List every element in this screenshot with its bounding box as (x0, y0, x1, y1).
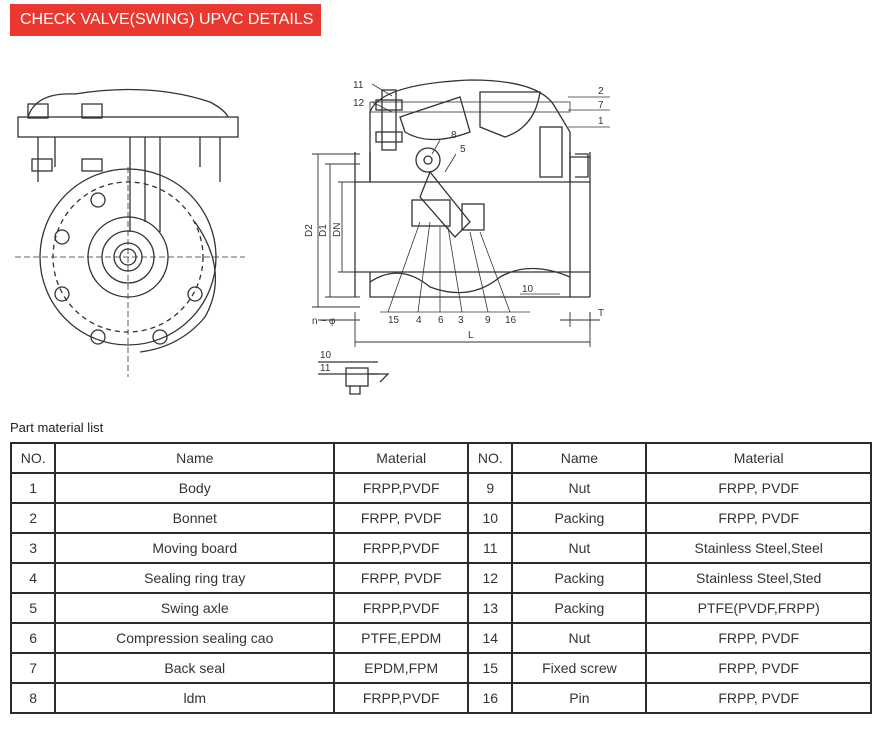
part-no: 8 (9, 682, 57, 714)
table-caption: Part material list (10, 420, 104, 435)
part-name: Pin (511, 682, 648, 714)
part-material: FRPP, PVDF (333, 562, 470, 594)
part-material: Stainless Steel,Steel (645, 532, 872, 564)
table-row: 7 Back seal EPDM,FPM 15 Fixed screw FRPP… (9, 652, 872, 684)
part-material: FRPP, PVDF (645, 502, 872, 534)
callout-8: 8 (451, 130, 457, 141)
part-material: PTFE(PVDF,FRPP) (645, 592, 872, 624)
table-row: 3 Moving board FRPP,PVDF 11 Nut Stainles… (9, 532, 872, 564)
part-material: EPDM,FPM (333, 652, 470, 684)
dim-d2: D2 (304, 224, 315, 237)
part-no: 1 (9, 472, 57, 504)
part-name: Nut (511, 532, 648, 564)
callout-2: 2 (598, 86, 604, 97)
part-material: Stainless Steel,Sted (645, 562, 872, 594)
part-material: FRPP,PVDF (333, 682, 470, 714)
part-name: Back seal (54, 652, 336, 684)
dim-n-phi: n ~ φ (312, 316, 336, 327)
part-no: 16 (467, 682, 514, 714)
part-name: Fixed screw (511, 652, 648, 684)
dim-dn: DN (332, 223, 343, 237)
part-name: Nut (511, 472, 648, 504)
part-no: 6 (9, 622, 57, 654)
page-title: CHECK VALVE(SWING) UPVC DETAILS (10, 4, 321, 36)
part-name: Packing (511, 562, 648, 594)
part-material-table: NO. Name Material NO. Name Material 1 Bo… (9, 442, 872, 714)
table-row: 8 ldm FRPP,PVDF 16 Pin FRPP, PVDF (9, 682, 872, 714)
detail-callout-11: 11 (320, 363, 331, 374)
part-name: Sealing ring tray (54, 562, 336, 594)
table-header-row: NO. Name Material NO. Name Material (9, 442, 872, 474)
header-material: Material (645, 442, 872, 474)
part-name: Compression sealing cao (54, 622, 336, 654)
part-no: 13 (467, 592, 514, 624)
header-name: Name (511, 442, 648, 474)
part-no: 12 (467, 562, 514, 594)
table-row: 1 Body FRPP,PVDF 9 Nut FRPP, PVDF (9, 472, 872, 504)
table-row: 6 Compression sealing cao PTFE,EPDM 14 N… (9, 622, 872, 654)
callout-7: 7 (598, 100, 604, 111)
dim-d1: D1 (318, 224, 329, 237)
part-name: Packing (511, 502, 648, 534)
table-row: 5 Swing axle FRPP,PVDF 13 Packing PTFE(P… (9, 592, 872, 624)
part-material: PTFE,EPDM (333, 622, 470, 654)
part-material: FRPP, PVDF (645, 472, 872, 504)
end-view-drawing (15, 88, 245, 377)
part-name: Nut (511, 622, 648, 654)
callout-5: 5 (460, 144, 466, 155)
part-no: 3 (9, 532, 57, 564)
part-material: FRPP, PVDF (645, 682, 872, 714)
part-material: FRPP, PVDF (333, 502, 470, 534)
part-no: 10 (467, 502, 514, 534)
part-no: 11 (467, 532, 514, 564)
table-row: 4 Sealing ring tray FRPP, PVDF 12 Packin… (9, 562, 872, 594)
part-name: Moving board (54, 532, 336, 564)
header-material: Material (333, 442, 470, 474)
callout-4: 4 (416, 315, 422, 326)
part-material: FRPP,PVDF (333, 592, 470, 624)
part-name: ldm (54, 682, 336, 714)
part-material: FRPP,PVDF (333, 472, 470, 504)
table-row: 2 Bonnet FRPP, PVDF 10 Packing FRPP, PVD… (9, 502, 872, 534)
valve-technical-drawing: 11 12 8 5 2 7 1 15 4 6 3 9 16 10 D2 D1 D… (15, 79, 610, 395)
callout-6: 6 (438, 315, 444, 326)
section-view-drawing (354, 79, 591, 298)
callout-11: 11 (353, 80, 364, 91)
part-name: Swing axle (54, 592, 336, 624)
callout-16: 16 (505, 315, 517, 326)
part-no: 4 (9, 562, 57, 594)
callout-10: 10 (522, 284, 534, 295)
part-material: FRPP, PVDF (645, 652, 872, 684)
part-no: 15 (467, 652, 514, 684)
part-no: 9 (467, 472, 514, 504)
callout-15: 15 (388, 315, 400, 326)
part-material: FRPP,PVDF (333, 532, 470, 564)
part-name: Bonnet (54, 502, 336, 534)
dim-l: L (468, 330, 474, 341)
packing-detail-drawing (318, 361, 390, 395)
callout-9: 9 (485, 315, 491, 326)
part-material: FRPP, PVDF (645, 622, 872, 654)
part-no: 2 (9, 502, 57, 534)
part-no: 7 (9, 652, 57, 684)
callout-12: 12 (353, 98, 365, 109)
detail-callout-10: 10 (320, 350, 332, 361)
header-name: Name (54, 442, 336, 474)
header-no: NO. (467, 442, 514, 474)
part-name: Body (54, 472, 336, 504)
header-no: NO. (9, 442, 57, 474)
callout-3: 3 (458, 315, 464, 326)
part-no: 5 (9, 592, 57, 624)
part-no: 14 (467, 622, 514, 654)
part-name: Packing (511, 592, 648, 624)
callout-1: 1 (598, 116, 604, 127)
dim-t: T (598, 308, 604, 319)
